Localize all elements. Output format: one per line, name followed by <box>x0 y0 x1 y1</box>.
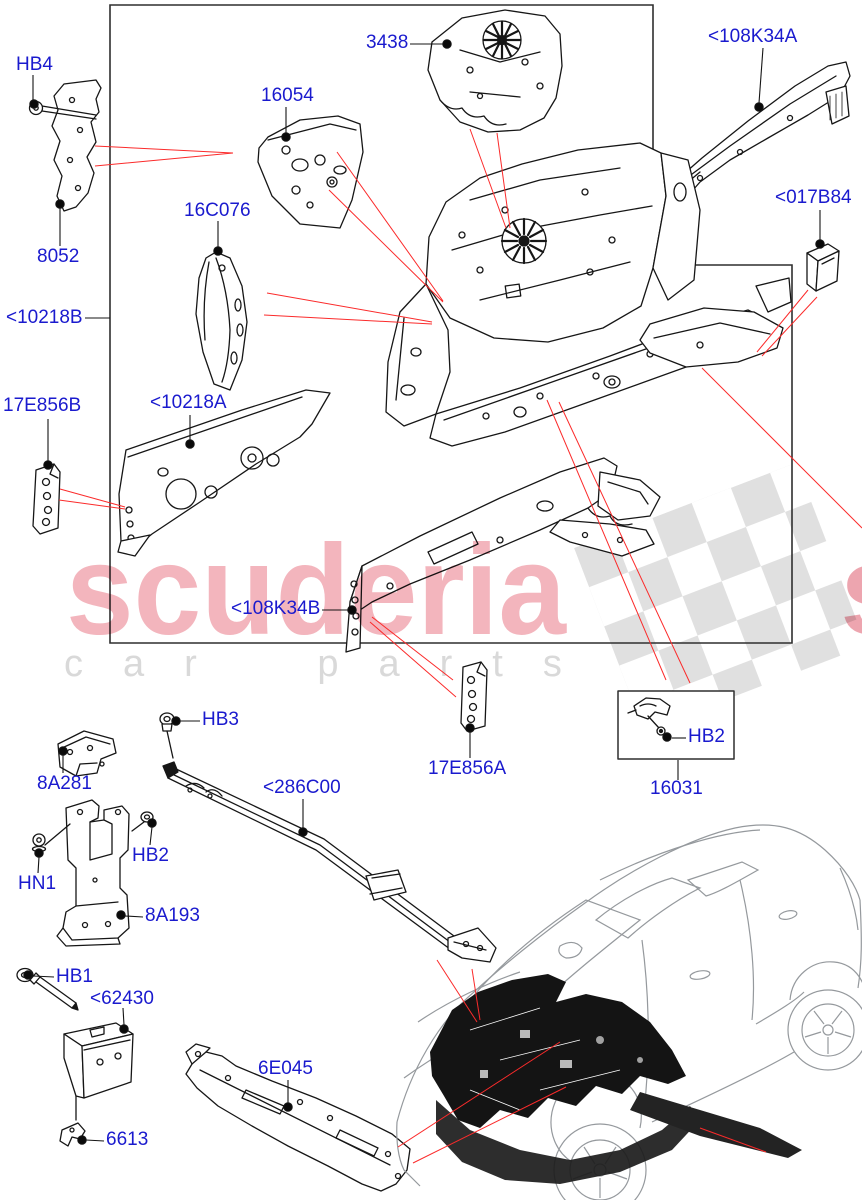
part-label-hb2[interactable]: HB2 <box>132 845 169 866</box>
part-16031-callout-box <box>617 690 735 760</box>
part-label-62430[interactable]: <62430 <box>90 988 154 1009</box>
part-62430-bracket <box>63 1022 134 1121</box>
part-label-6613[interactable]: 6613 <box>106 1129 149 1150</box>
part-6e045-sill <box>185 1043 411 1192</box>
watermark-tagline-text: car parts <box>64 643 602 685</box>
part-label-hb1[interactable]: HB1 <box>56 966 93 987</box>
part-16054-panel <box>257 115 364 229</box>
part-286c00-brace <box>162 761 497 963</box>
part-8a281-bracket <box>57 730 117 777</box>
part-label-10218b[interactable]: <10218B <box>6 307 83 328</box>
part-8052-bracket <box>51 79 102 212</box>
part-label-17e856a[interactable]: 17E856A <box>428 758 507 779</box>
part-label-hb4[interactable]: HB4 <box>16 54 53 75</box>
part-108k34b-rail <box>345 457 661 653</box>
checkered-flag-watermark <box>574 462 862 731</box>
label-leader-lines <box>23 39 825 1145</box>
part-label-017b84[interactable]: <017B84 <box>775 187 852 208</box>
part-17e856b-plate <box>32 463 61 535</box>
diagram-border-frame <box>109 4 793 644</box>
part-label-8052[interactable]: 8052 <box>37 246 80 267</box>
part-label-3438[interactable]: 3438 <box>366 32 409 53</box>
part-16c076-pillar <box>195 251 248 391</box>
part-label-16c076[interactable]: 16C076 <box>184 200 251 221</box>
part-6613-clip <box>59 1122 86 1147</box>
part-apron-assembly <box>385 142 792 447</box>
red-leader-lines <box>58 128 862 1164</box>
watermark-brand-text: scuderia <box>66 519 567 662</box>
part-10218a-rail <box>117 389 331 557</box>
part-label-hb2-box[interactable]: HB2 <box>688 726 725 747</box>
part-label-8a281[interactable]: 8A281 <box>37 773 92 794</box>
part-label-8a193[interactable]: 8A193 <box>145 905 200 926</box>
part-label-6e045[interactable]: 6E045 <box>258 1058 313 1079</box>
engine-bay-highlight <box>430 974 802 1184</box>
part-label-108k34b[interactable]: <108K34B <box>231 598 321 619</box>
part-label-hn1[interactable]: HN1 <box>18 873 57 894</box>
part-label-108k34a[interactable]: <108K34A <box>708 26 798 47</box>
part-label-10218a[interactable]: <10218A <box>150 392 227 413</box>
part-8a193-bracket <box>56 799 130 947</box>
part-017b84-block <box>806 243 840 292</box>
brand-watermark: scuderia s car parts <box>64 519 862 685</box>
watermark-brand-fragment-text: s <box>840 519 862 662</box>
part-label-16054[interactable]: 16054 <box>261 85 314 106</box>
part-label-16031[interactable]: 16031 <box>650 778 703 799</box>
part-17e856a-plate <box>460 661 488 732</box>
part-label-hb3[interactable]: HB3 <box>202 709 239 730</box>
part-label-286c00[interactable]: <286C00 <box>263 777 341 798</box>
part-3438-cowl <box>427 9 563 133</box>
hn1-nut <box>31 823 71 853</box>
part-label-17e856b[interactable]: 17E856B <box>3 395 82 416</box>
